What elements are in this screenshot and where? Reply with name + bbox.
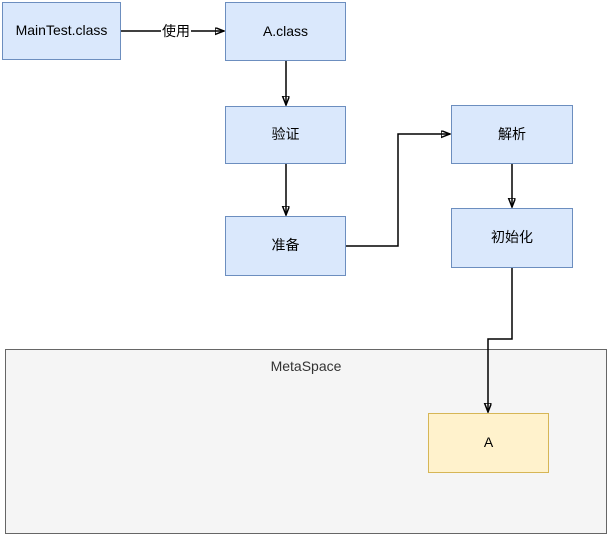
node-resolve: 解析 [451,105,573,164]
node-a-loaded: A [428,413,549,473]
metaspace-label: MetaSpace [270,358,342,374]
node-initialize: 初始化 [451,208,573,268]
node-a-class-label: A.class [262,22,309,39]
node-a-loaded-label: A [483,434,494,451]
node-resolve-label: 解析 [498,125,526,142]
node-verify-label: 验证 [271,126,300,143]
node-maintest-class: MainTest.class [2,2,121,60]
node-maintest-class-label: MainTest.class [15,22,108,39]
node-a-class: A.class [225,2,346,61]
node-prepare-label: 准备 [271,237,300,254]
node-verify: 验证 [225,106,346,164]
node-prepare: 准备 [225,216,346,276]
node-initialize-label: 初始化 [491,229,533,246]
edge-label-use: 使用 [161,21,191,41]
arrow-prepare-to-resolve [346,134,450,247]
